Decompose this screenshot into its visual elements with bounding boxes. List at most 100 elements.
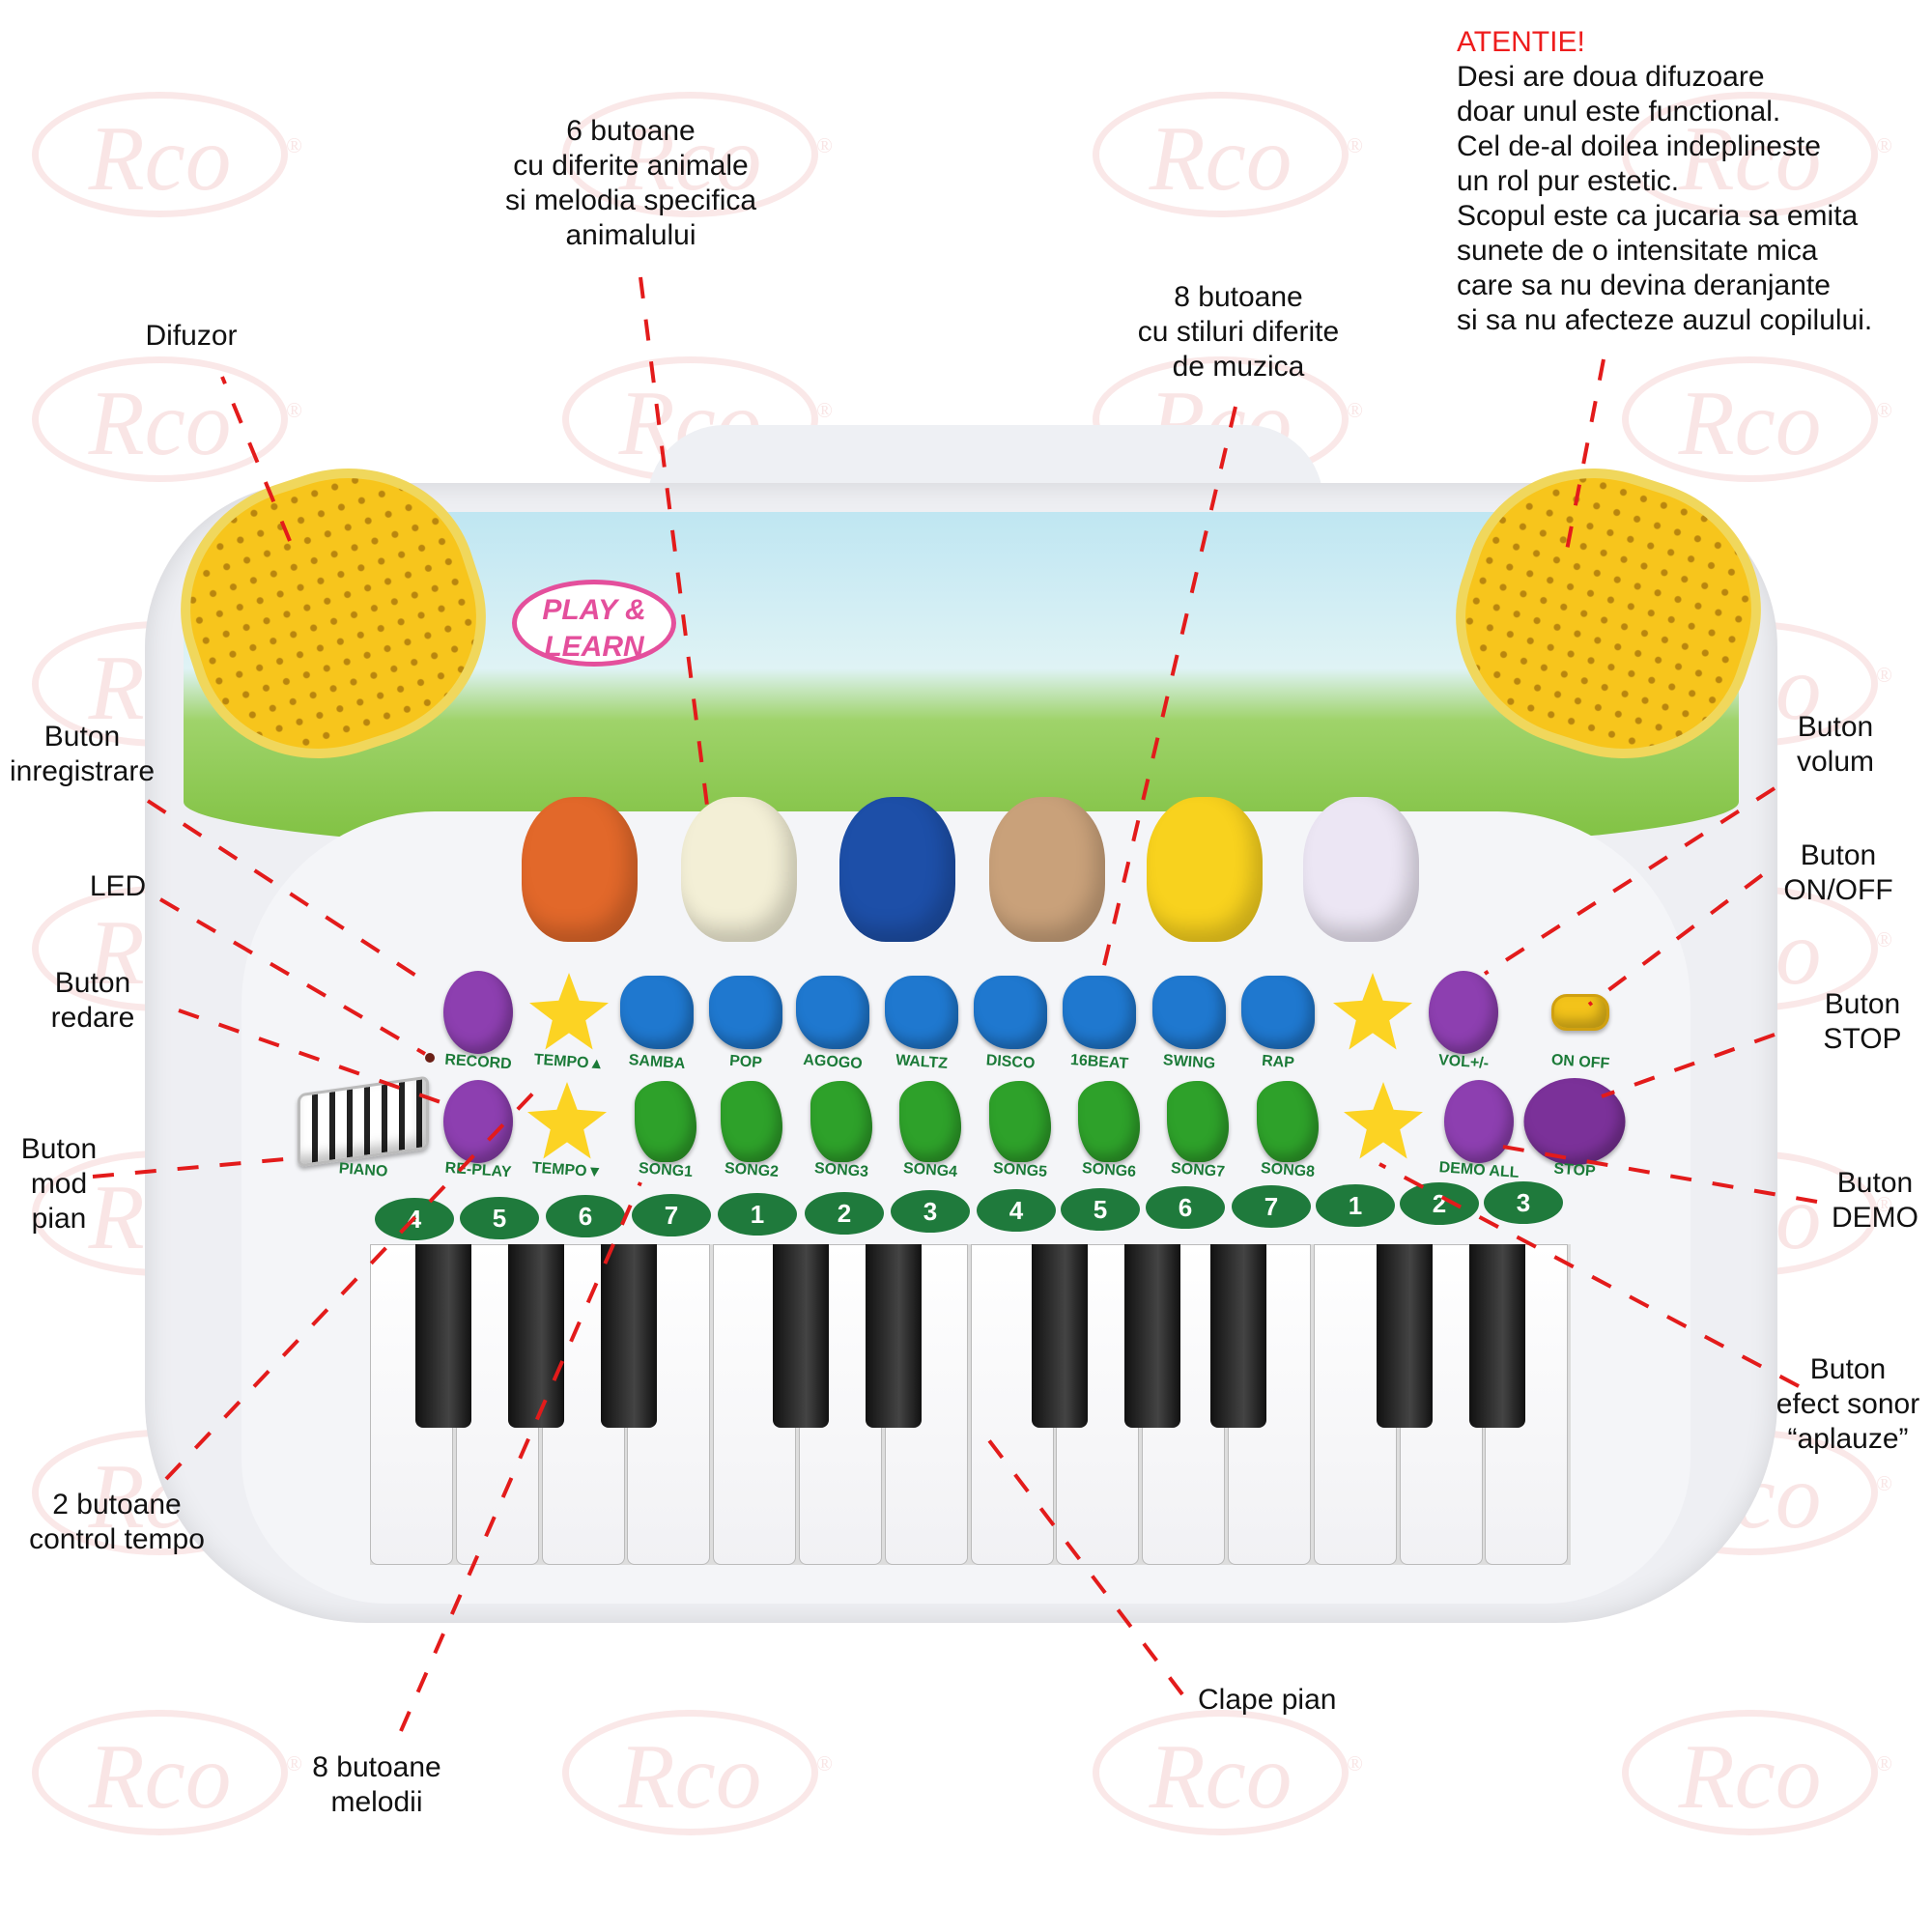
warning-line: sunete de o intensitate mica <box>1457 235 1818 267</box>
note-number-badge: 6 <box>546 1195 625 1238</box>
song4-button[interactable] <box>899 1081 961 1162</box>
annotation-line: inregistrare <box>9 755 156 787</box>
watermark-logo: Rco® <box>562 92 833 217</box>
black-key[interactable] <box>1210 1244 1266 1428</box>
pop-button[interactable] <box>709 976 782 1049</box>
play-learn-logo: PLAY & LEARN <box>512 580 676 667</box>
annotation-line: 8 butoane <box>1174 281 1303 313</box>
black-key[interactable] <box>773 1244 829 1428</box>
watermark-text: Rco <box>1678 372 1822 474</box>
warning-line: si sa nu afecteze auzul copilului. <box>1457 304 1873 336</box>
song5-button[interactable] <box>989 1081 1051 1162</box>
leader-line <box>220 376 292 542</box>
note-number-badge: 5 <box>1061 1187 1140 1231</box>
leader-line <box>983 1434 1184 1696</box>
animal-button-horse[interactable] <box>522 797 638 942</box>
watermark-logo: Rco® <box>562 1710 833 1835</box>
annotation-line: 6 butoane <box>566 115 696 147</box>
agogo-button[interactable] <box>796 976 869 1049</box>
registered-mark: ® <box>1876 1192 1892 1216</box>
warning-line: Cel de-al doilea indeplineste <box>1457 130 1821 162</box>
black-key[interactable] <box>508 1244 564 1428</box>
note-number-badge: 5 <box>460 1196 539 1239</box>
black-key[interactable] <box>601 1244 657 1428</box>
registered-mark: ® <box>1876 398 1892 422</box>
watermark-logo: Rco® <box>1622 92 1892 217</box>
watermark-text: Rco <box>88 107 232 210</box>
black-key[interactable] <box>415 1244 471 1428</box>
animal-button-dog[interactable] <box>989 797 1105 942</box>
leader-line <box>1496 1144 1818 1204</box>
annotation-line: 2 butoane <box>52 1489 182 1520</box>
swing-button[interactable] <box>1152 976 1226 1049</box>
registered-mark: ® <box>286 1751 302 1776</box>
annotation-line: Buton <box>1800 839 1877 871</box>
replay-button[interactable] <box>443 1080 513 1163</box>
song6-button[interactable] <box>1078 1081 1140 1162</box>
16beat-button[interactable] <box>1063 976 1136 1049</box>
samba-button[interactable] <box>620 976 694 1049</box>
registered-mark: ® <box>816 133 833 157</box>
watermark-text: Rco <box>88 372 232 474</box>
note-number-badge: 1 <box>718 1192 797 1236</box>
registered-mark: ® <box>816 398 833 422</box>
black-key[interactable] <box>1124 1244 1180 1428</box>
animal-button-sheep[interactable] <box>681 797 797 942</box>
registered-mark: ® <box>1347 133 1363 157</box>
demo-all-button[interactable] <box>1444 1080 1514 1163</box>
annotation-line: si melodia specifica <box>504 185 757 216</box>
annotation-line: efect sonor <box>1776 1388 1920 1420</box>
song7-button[interactable] <box>1167 1081 1229 1162</box>
registered-mark: ® <box>286 133 302 157</box>
black-key[interactable] <box>1032 1244 1088 1428</box>
leader-line <box>146 799 433 987</box>
rap-button[interactable] <box>1241 976 1315 1049</box>
annotation-line: control tempo <box>29 1523 205 1555</box>
black-key[interactable] <box>866 1244 922 1428</box>
annotation-line: DEMO <box>1832 1202 1918 1234</box>
black-key[interactable] <box>1469 1244 1525 1428</box>
leader-line <box>164 1082 544 1481</box>
note-number-badge: 2 <box>805 1191 884 1235</box>
leader-line <box>92 1156 297 1179</box>
volume-button[interactable] <box>1429 971 1498 1054</box>
registered-mark: ® <box>1876 1751 1892 1776</box>
animal-button-cow[interactable] <box>1303 797 1419 942</box>
animal-button-duck[interactable] <box>1147 797 1263 942</box>
record-button[interactable] <box>443 971 513 1054</box>
annotation-line: pian <box>31 1203 87 1235</box>
song2-button[interactable] <box>721 1081 782 1162</box>
leader-line <box>639 276 710 814</box>
leader-line <box>1563 358 1605 561</box>
animal-button-bird[interactable] <box>839 797 955 942</box>
song1-button[interactable] <box>635 1081 696 1162</box>
song8-button[interactable] <box>1257 1081 1319 1162</box>
note-number-badge: 3 <box>891 1190 970 1234</box>
label-led: LED <box>89 870 147 902</box>
warning-line: care sa nu devina deranjante <box>1457 270 1831 301</box>
song3-button[interactable] <box>810 1081 872 1162</box>
note-number-badge: 1 <box>1316 1183 1395 1227</box>
registered-mark: ® <box>1347 398 1363 422</box>
registered-mark: ® <box>816 1751 833 1776</box>
black-key[interactable] <box>1377 1244 1433 1428</box>
annotation-line: Buton <box>20 1133 98 1165</box>
watermark-text: Rco <box>1678 1725 1822 1828</box>
annotation-line: Buton <box>1824 988 1901 1020</box>
disco-button[interactable] <box>974 976 1047 1049</box>
watermark-text: Rco <box>1149 107 1293 210</box>
watermark-text: Rco <box>1678 107 1822 210</box>
leader-line <box>158 897 427 1056</box>
power-switch[interactable] <box>1551 994 1609 1031</box>
annotation-line: Buton <box>43 721 121 753</box>
waltz-button[interactable] <box>885 976 958 1049</box>
